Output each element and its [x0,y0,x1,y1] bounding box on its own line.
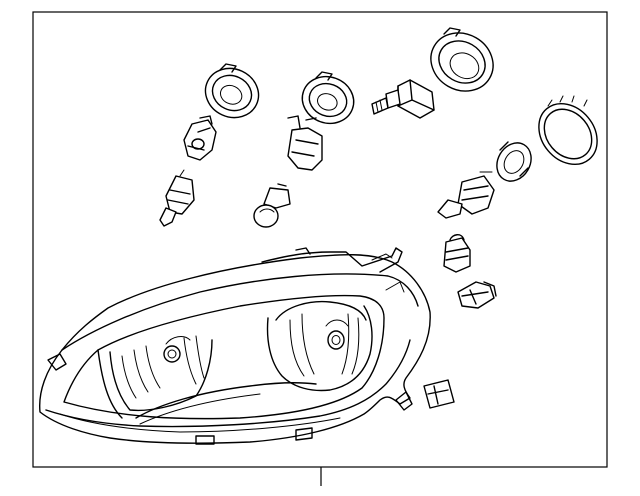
side-marker-socket [443,234,471,273]
bulb-socket-left [183,115,217,161]
high-beam-cap [301,71,355,125]
headlamp-assembly [39,247,431,445]
bulb-center [253,183,291,228]
large-cap [430,27,494,92]
bulb-socket-center [287,115,323,171]
seal-ring [538,95,598,166]
turn-signal-bulb [437,171,495,219]
adjuster-motor [371,79,435,119]
retaining-clip [423,379,455,409]
diagram-frame [32,11,608,468]
turn-signal-socket [496,141,532,182]
bulb-left [159,169,195,227]
side-marker-bulb [457,281,497,309]
low-beam-cap [204,63,260,119]
